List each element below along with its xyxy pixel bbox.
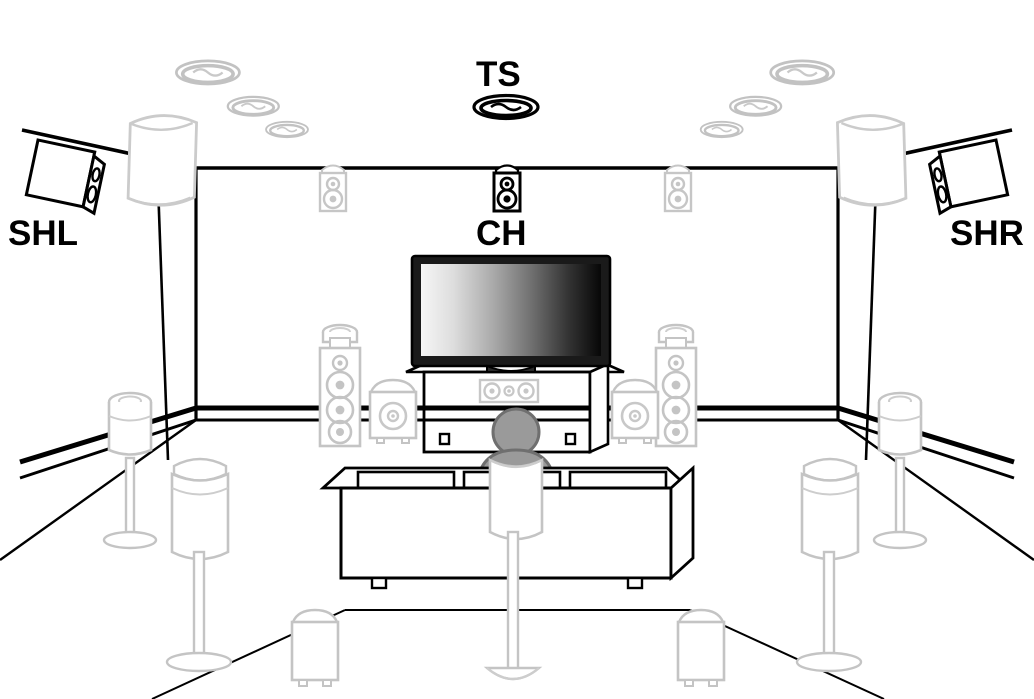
ceiling-speaker-right-3	[699, 120, 744, 139]
ceiling-speaker-left-3	[264, 120, 310, 139]
ceiling-speaker-right-2	[728, 95, 783, 118]
ceiling-speaker-left-2	[226, 95, 281, 118]
label-shr: SHR	[950, 214, 1024, 253]
television	[410, 254, 612, 373]
surround-back-left	[165, 457, 233, 673]
ceiling-speaker-left-1	[174, 59, 242, 86]
ceiling-speaker-right-1	[768, 59, 836, 86]
top-surround-speaker	[472, 93, 540, 121]
surround-height-left-speaker	[24, 138, 107, 216]
cylinder-speaker-right	[827, 110, 916, 461]
front-height-left-speaker	[318, 164, 348, 213]
front-left-tower	[318, 323, 362, 448]
surround-left-stand	[102, 391, 158, 550]
subwoofer-front-right	[610, 378, 660, 445]
center-speaker	[478, 378, 540, 404]
front-right-tower	[654, 323, 698, 448]
subwoofer-rear-right	[676, 608, 726, 687]
surround-height-right-speaker	[927, 138, 1010, 216]
label-ch: CH	[476, 214, 527, 253]
surround-back-right	[795, 457, 863, 673]
subwoofer-front-left	[368, 378, 418, 445]
front-height-right-speaker	[663, 164, 693, 213]
label-ts: TS	[476, 55, 521, 94]
surround-right-stand	[872, 391, 928, 550]
label-shl: SHL	[8, 214, 78, 253]
subwoofer-rear-left	[290, 608, 340, 687]
center-height-speaker	[492, 164, 522, 213]
cylinder-speaker-left	[118, 110, 207, 461]
rear-center-stand	[483, 457, 544, 681]
